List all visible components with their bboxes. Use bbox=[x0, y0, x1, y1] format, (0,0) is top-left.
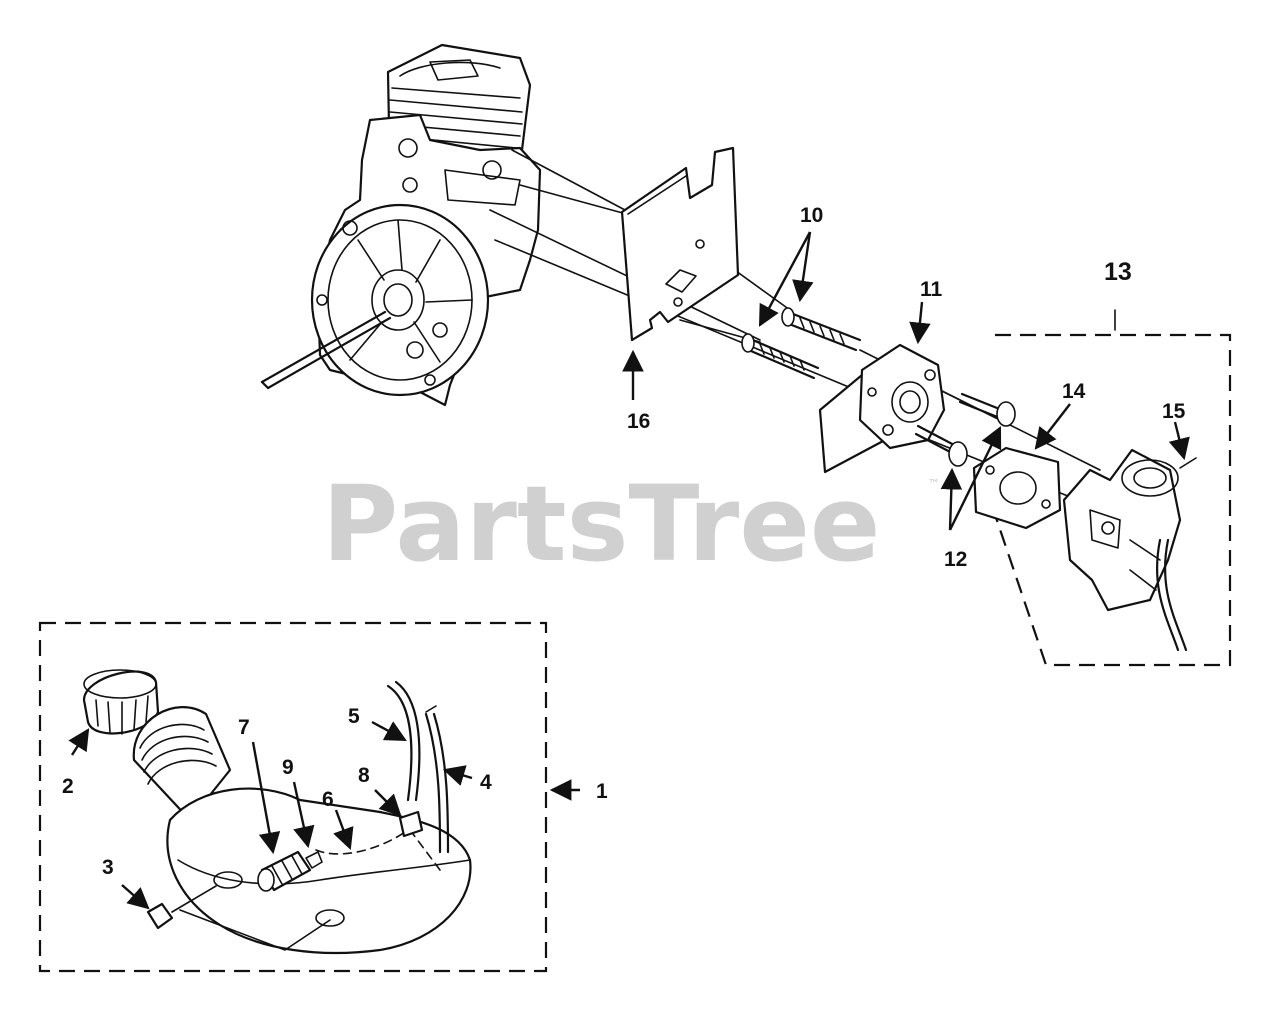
callout-15: 15 bbox=[1162, 400, 1186, 423]
spacer-part-11 bbox=[818, 343, 946, 474]
callout-6: 6 bbox=[322, 788, 334, 811]
carburetor-part-15 bbox=[1062, 448, 1197, 652]
bolts-part-10 bbox=[741, 307, 862, 380]
callout-5: 5 bbox=[348, 705, 360, 728]
callout-arrows bbox=[68, 231, 1190, 910]
callout-14: 14 bbox=[1062, 380, 1086, 403]
callout-12: 12 bbox=[944, 548, 967, 571]
watermark: PartsTree ™ bbox=[322, 463, 940, 585]
callout-9: 9 bbox=[282, 756, 294, 779]
fuel-tank bbox=[132, 706, 472, 955]
callout-4: 4 bbox=[480, 771, 492, 794]
callout-1: 1 bbox=[596, 780, 608, 803]
grommet-part-3 bbox=[146, 885, 331, 951]
watermark-trademark: ™ bbox=[928, 477, 940, 491]
fitting-part-8 bbox=[398, 810, 424, 838]
callout-8: 8 bbox=[358, 764, 370, 787]
fuel-filter-part-7 bbox=[257, 850, 323, 892]
callout-10: 10 bbox=[800, 204, 823, 227]
fuel-cap-part-2 bbox=[82, 669, 160, 735]
callout-16: 16 bbox=[627, 410, 650, 433]
callout-11: 11 bbox=[920, 278, 943, 301]
fuel-tank-assembly-box bbox=[38, 621, 548, 973]
gasket-part-14 bbox=[972, 446, 1062, 530]
callout-7: 7 bbox=[238, 716, 250, 739]
callout-labels: 1 2 3 4 5 6 7 8 9 10 11 12 13 14 15 16 bbox=[62, 204, 1186, 879]
callout-13: 13 bbox=[1104, 258, 1132, 286]
engine-block bbox=[260, 43, 542, 407]
screws-part-12 bbox=[914, 392, 1016, 467]
callout-2: 2 bbox=[62, 775, 74, 798]
watermark-text: PartsTree bbox=[322, 463, 880, 585]
callout-3: 3 bbox=[102, 856, 114, 879]
gasket-part-16 bbox=[620, 146, 740, 342]
carburetor-assembly-box bbox=[988, 309, 1232, 667]
